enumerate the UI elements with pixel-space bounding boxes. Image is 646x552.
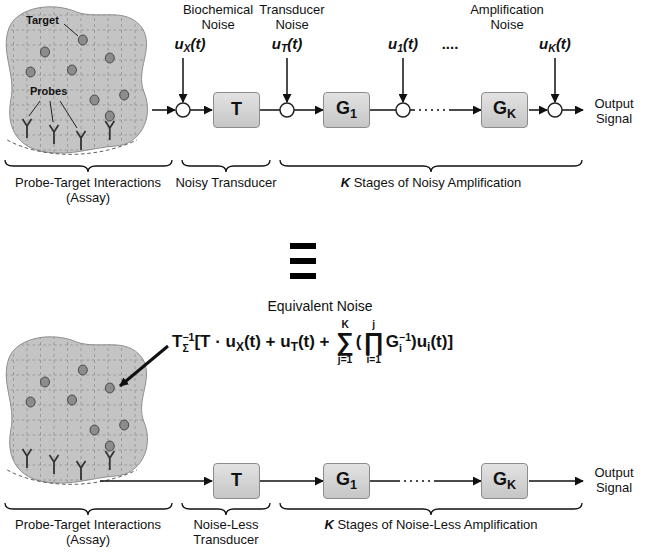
text-part: G [493,98,507,118]
text-part: j [372,320,375,330]
signal-name: uK(t) [530,36,580,55]
text-part: 1 [397,42,403,54]
signal-connector [370,480,481,482]
math-group: Σ−1 [182,332,194,353]
noise-label: Biochemical Noise [178,3,258,32]
text-part: i [427,340,430,354]
text-part: (t) [403,35,418,52]
math-group: i−1 [399,332,411,353]
text-part: (t)] [430,332,453,351]
text-part: −1 [399,332,411,343]
math-group: ∑j=1 K [336,320,354,365]
amplifier-box: G1 [323,463,370,499]
text-part: K [548,42,556,54]
box-text: G1 [336,99,357,122]
equivalence-symbol [290,243,316,279]
box-text: G1 [336,470,357,493]
stage-label: Noisy Transducer [168,176,284,191]
equation: TΣ−1[T · uX(t) + uT(t) + ∑j=1K(∏i=1jGi−1… [172,320,453,365]
text-part: (t) + [298,332,334,351]
box-text: GK [493,99,516,122]
amplifier-box: GK [481,463,528,499]
math-group: ∏i=1 j [364,320,384,365]
text-part: i [399,343,402,354]
stage-label: K Stages of Noisy Amplification [311,176,551,191]
ellipsis: .... [430,36,470,53]
text-part: i=1 [366,355,380,365]
callout-label: Probes [30,85,67,97]
text-part: K [341,175,350,190]
text-part: u [388,35,397,52]
text-part: j=1 [338,355,352,365]
text-part: K [324,517,333,532]
text-part: Stages of Noisy Amplification [350,175,521,190]
box-text: T [231,471,242,491]
output-label: Output Signal [586,466,642,495]
text-part: (t) [287,35,302,52]
text-part: Stages of Noise-Less Amplification [334,517,538,532]
text-part: ∏ [364,330,384,355]
text-part: )u [411,332,427,351]
leader-lines [29,24,78,128]
text-part: ∑ [336,330,354,355]
transducer-box: T [213,463,260,499]
text-part: ( [356,332,362,351]
text-part: K [341,320,348,330]
text-part: u [272,35,281,52]
text-part: G [493,469,507,489]
noise-label: Transducer Noise [252,3,332,32]
stage-label: Probe-Target Interactions (Assay) [5,176,171,205]
summing-junction [280,103,294,117]
signal-connector [260,480,323,482]
text-part: G [336,98,350,118]
text-part: T [291,340,298,354]
amplifier-box: G1 [323,92,370,128]
signal-name: uT(t) [262,36,312,55]
amplifier-box: GK [481,92,528,128]
output-label: Output Signal [586,97,642,126]
noise-label: Amplification Noise [462,3,552,32]
text-part: u [539,35,548,52]
signal-name: uX(t) [165,36,215,55]
callout-label: Target [26,14,59,26]
box-text: GK [493,470,516,493]
summing-junction [176,103,190,117]
text-part: 1 [350,477,357,491]
stage-label: Probe-Target Interactions (Assay) [5,518,171,547]
assay-blob [0,330,162,500]
text-part: u [174,35,183,52]
text-part: −1 [182,332,194,343]
text-part: X [184,42,191,54]
equivalent-noise-arrow [120,346,168,386]
text-part: G [386,332,399,351]
text-part: [T · u [194,332,236,351]
text-part: (t) + u [244,332,291,351]
signal-arrows [100,58,583,481]
transducer-box: T [213,92,260,128]
box-text: T [231,100,242,120]
text-part: T [172,332,182,351]
text-part: 1 [350,106,357,120]
text-part: X [236,340,244,354]
text-part: G [336,469,350,489]
text-part: K [507,106,516,120]
signal-name: u1(t) [378,36,428,55]
text-part: (t) [556,35,571,52]
text-part: (t) [191,35,206,52]
signal-connector [370,109,481,111]
stage-label: K Stages of Noise-Less Amplification [301,518,561,533]
summing-junction [548,103,562,117]
text-part: Σ [182,343,188,354]
text-part: T [281,42,287,54]
summing-junction [396,103,410,117]
brackets [5,160,582,515]
stage-label: Noise-Less Transducer [186,518,266,547]
noise-label: Equivalent Noise [255,299,385,315]
text-part: K [507,477,516,491]
assay-blob [0,0,162,170]
